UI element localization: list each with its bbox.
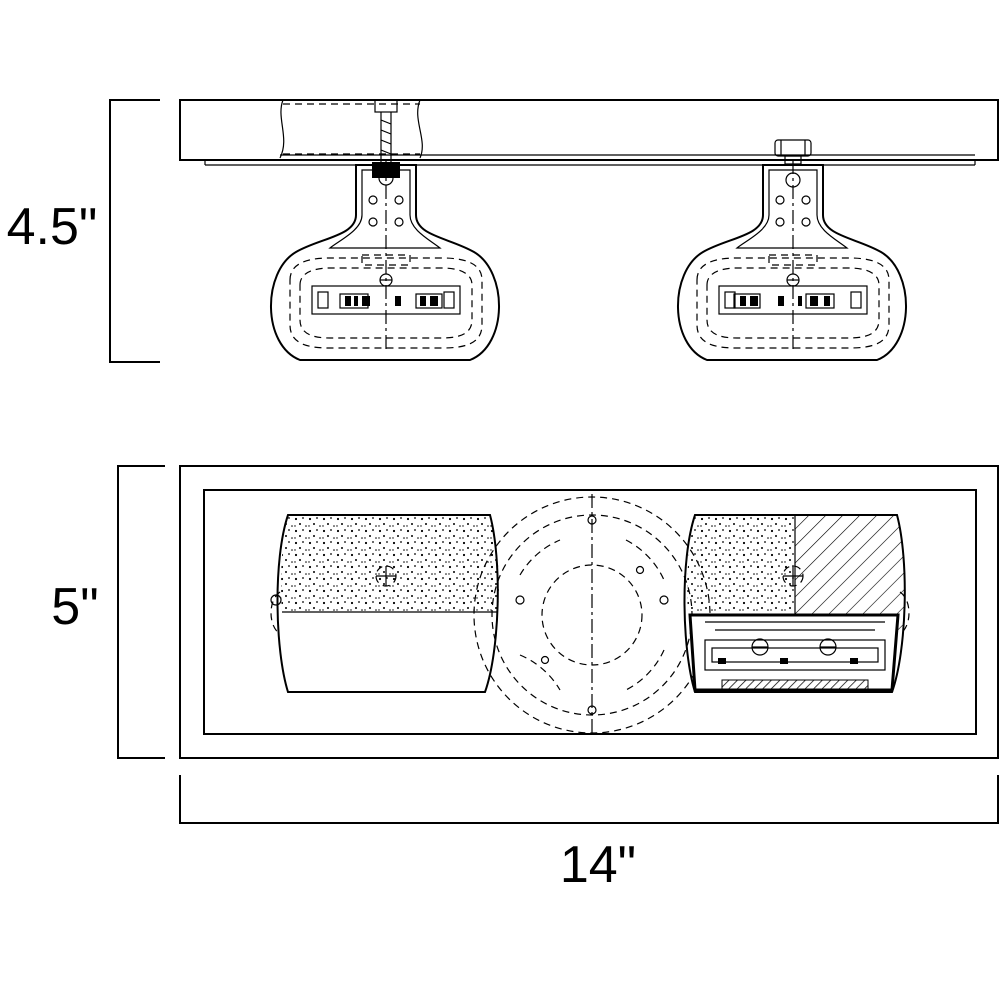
canopy-plate — [179, 99, 999, 161]
canopy-cutaway — [279, 99, 423, 159]
fixture-left-elevation — [270, 160, 500, 361]
shade-right — [683, 514, 910, 693]
depth-dimension-label: 5" — [51, 578, 98, 636]
depth-dimension-bracket — [117, 465, 165, 759]
backplate-outer — [179, 465, 999, 759]
width-dimension: 14" — [179, 775, 999, 894]
mounting-plate — [473, 494, 711, 735]
shade-left — [270, 514, 499, 693]
width-dimension-label: 14" — [560, 836, 636, 894]
height-dimension-bracket — [109, 99, 160, 363]
backplate-inner — [203, 489, 977, 735]
side-elevation-view: 4.5" — [7, 99, 999, 363]
fixture-right-elevation — [677, 160, 907, 361]
width-dimension-bracket — [179, 775, 999, 824]
top-plan-view: 5" — [51, 465, 999, 759]
height-dimension-label: 4.5" — [7, 198, 98, 256]
